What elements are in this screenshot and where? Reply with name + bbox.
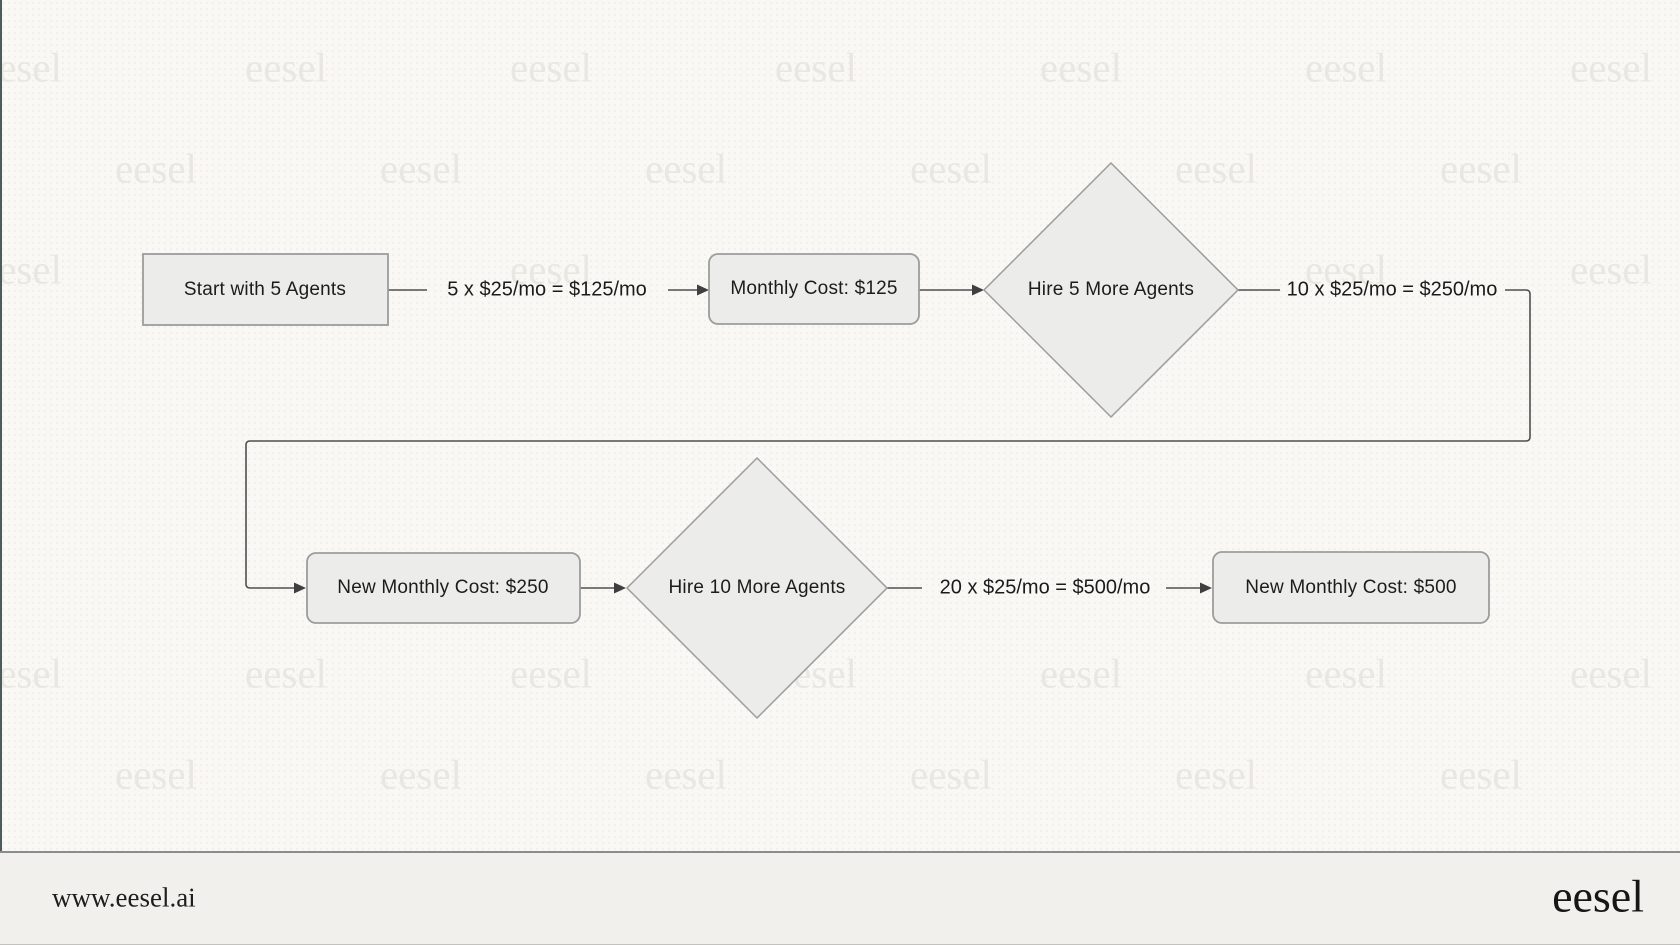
watermark-text: eesel	[245, 44, 327, 91]
watermark-text: eesel	[910, 145, 992, 192]
watermark-text: eesel	[1570, 44, 1652, 91]
watermark-text: eesel	[1040, 650, 1122, 697]
watermark-text: eesel	[0, 44, 62, 91]
watermark-text: eesel	[775, 44, 857, 91]
node-start-shape	[142, 253, 389, 326]
watermark-text: eesel	[1305, 44, 1387, 91]
arrowhead-into-hire5	[972, 284, 984, 296]
watermark-text: eesel	[115, 751, 197, 798]
edge-label-20x25: 20 x $25/mo = $500/mo	[939, 576, 1151, 599]
arrowhead-into-cost125	[697, 284, 709, 296]
node-new-monthly-cost-500-shape	[1212, 551, 1490, 624]
node-new-monthly-cost-250-label: New Monthly Cost: $250	[337, 577, 549, 598]
watermark-text: eesel	[510, 246, 592, 293]
node-new-monthly-cost-500-label: New Monthly Cost: $500	[1245, 577, 1457, 598]
node-monthly-cost-125-shape	[708, 253, 920, 325]
node-hire-10-more-agents-label: Hire 10 More Agents	[668, 577, 846, 598]
watermark-text: eesel	[645, 751, 727, 798]
watermark-text: eesel	[1305, 246, 1387, 293]
watermark-text: eesel	[510, 44, 592, 91]
node-start-label: Start with 5 Agents	[183, 279, 347, 300]
node-monthly-cost-125-label: Monthly Cost: $125	[730, 278, 898, 299]
watermark-text: eesel	[510, 650, 592, 697]
edge-label-10x25: 10 x $25/mo = $250/mo	[1286, 278, 1498, 301]
eesel-logo: eesel	[1552, 869, 1644, 921]
watermark-text: eesel	[0, 246, 62, 293]
watermark-text: eesel	[115, 145, 197, 192]
node-hire-5-more-agents-shape	[982, 161, 1240, 419]
watermark-text: eesel	[645, 145, 727, 192]
watermark-text: eesel	[1175, 145, 1257, 192]
arrowhead-into-cost500	[1200, 582, 1212, 594]
watermark-text: eesel	[245, 650, 327, 697]
arrowhead-into-hire10	[614, 582, 626, 594]
node-new-monthly-cost-250-shape	[306, 552, 581, 624]
watermark-text: eesel	[1305, 650, 1387, 697]
watermark-text: eesel	[1440, 145, 1522, 192]
watermark-text: eesel	[910, 751, 992, 798]
watermark-text: eesel	[1570, 246, 1652, 293]
watermark-text: eesel	[1040, 44, 1122, 91]
node-hire-10-more-agents-shape	[625, 456, 889, 720]
edge-label-5x25: 5 x $25/mo = $125/mo	[447, 278, 647, 301]
left-window-edge	[0, 0, 2, 851]
arrowhead-into-cost250	[294, 582, 306, 594]
edge-hire5-to-cost250-route	[245, 289, 1531, 589]
watermark-text: eesel	[1175, 751, 1257, 798]
watermark-text: eesel	[380, 145, 462, 192]
node-hire-5-more-agents-label: Hire 5 More Agents	[1027, 279, 1195, 300]
watermark-text: eesel	[0, 650, 62, 697]
watermark-text: eesel	[380, 751, 462, 798]
flowchart-graphics	[142, 161, 1531, 720]
watermark-text: eesel	[1570, 650, 1652, 697]
footer-bar: www.eesel.ai eesel	[0, 851, 1680, 945]
footer-website-url: www.eesel.ai	[52, 881, 196, 912]
watermark-text: eesel	[1440, 751, 1522, 798]
